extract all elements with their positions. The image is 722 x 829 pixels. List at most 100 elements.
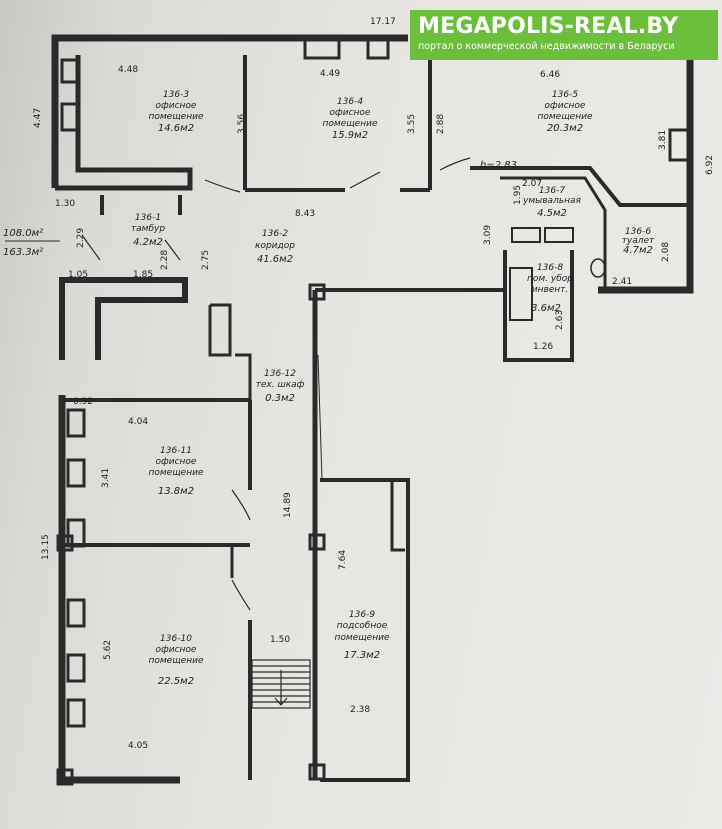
wall-storage <box>503 250 574 362</box>
dim-w-136-4: 4.49 <box>320 69 340 79</box>
dim-2-07: 2.07 <box>522 179 542 189</box>
room-136-3: 136-3 офисное помещение 14.6м2 <box>148 90 203 134</box>
window-top-2 <box>366 34 390 60</box>
room-136-10: 136-10 офисное помещение 22.5м2 <box>148 634 203 687</box>
svg-text:136-7: 136-7 <box>539 186 565 196</box>
window-lower-3 <box>66 518 86 548</box>
svg-text:136-8: 136-8 <box>537 263 563 273</box>
svg-text:помещение: помещение <box>148 112 203 122</box>
wall-136-9 <box>320 478 410 782</box>
room-136-9: 136-9 подсобное помещение 17.3м2 <box>334 610 389 661</box>
window-top-1 <box>303 34 341 60</box>
svg-text:офисное: офисное <box>156 645 197 655</box>
wall-mid-shaft <box>208 303 232 357</box>
door-vestibule-2 <box>164 239 181 261</box>
svg-text:офисное: офисное <box>545 101 586 111</box>
dim-1-85: 1.85 <box>133 270 153 280</box>
dim-left-top: 4.47 <box>33 108 43 128</box>
room-136-2: 136-2 коридор 41.6м2 <box>255 229 295 265</box>
dim-2-63: 2.63 <box>555 310 565 330</box>
door-136-11 <box>231 489 251 521</box>
door-vestibule-1 <box>81 234 101 261</box>
svg-text:туалет: туалет <box>622 236 655 246</box>
svg-text:20.3м2: 20.3м2 <box>547 123 583 134</box>
dim-1-30: 1.30 <box>55 199 75 209</box>
totals: 108.0м² 163.3м² h=2.83 <box>3 160 517 258</box>
room-136-8: 136-8 пом. убор инвент. 3.6м2 <box>527 263 573 314</box>
dim-14-89: 14.89 <box>283 492 293 518</box>
brand-tagline: портал о коммерческой недвижимости в Бел… <box>418 41 675 52</box>
room-136-12: 136-12 тех. шкаф 0.3м2 <box>256 369 305 404</box>
svg-text:помещение: помещение <box>537 112 592 122</box>
dim-2-41: 2.41 <box>612 277 632 287</box>
dim-1-95: 1.95 <box>513 185 523 205</box>
svg-text:4.7м2: 4.7м2 <box>623 245 653 256</box>
svg-text:22.5м2: 22.5м2 <box>158 676 194 687</box>
dim-1-50: 1.50 <box>270 635 290 645</box>
brand-logo-text: MEGAPOLIS-REAL.BY <box>418 14 679 39</box>
svg-text:инвент.: инвент. <box>532 285 569 295</box>
dim-2-08: 2.08 <box>661 242 671 262</box>
svg-text:помещение: помещение <box>334 633 389 643</box>
column-left-bottom <box>56 768 74 786</box>
room-136-4: 136-4 офисное помещение 15.9м2 <box>322 97 377 141</box>
svg-text:тех. шкаф: тех. шкаф <box>256 380 305 390</box>
wall-wc-block <box>470 166 690 207</box>
dim-3-09: 3.09 <box>483 225 493 245</box>
svg-text:15.9м2: 15.9м2 <box>332 130 368 141</box>
svg-text:офисное: офисное <box>330 108 371 118</box>
svg-text:14.6м2: 14.6м2 <box>158 123 194 134</box>
total-area-1: 108.0м² <box>3 228 43 239</box>
svg-text:136-6: 136-6 <box>625 227 651 237</box>
svg-text:4.5м2: 4.5м2 <box>537 208 567 219</box>
window-right-1 <box>668 128 690 162</box>
dim-6-92: 6.92 <box>705 155 715 175</box>
svg-text:помещение: помещение <box>148 468 203 478</box>
dim-1-05: 1.05 <box>68 270 88 280</box>
svg-text:4.2м2: 4.2м2 <box>133 237 163 248</box>
dim-w-136-3: 4.48 <box>118 65 138 75</box>
svg-text:41.6м2: 41.6м2 <box>257 254 293 265</box>
toilet-icon <box>590 258 606 278</box>
dim-7-64: 7.64 <box>338 550 348 570</box>
dim-w-136-5: 6.46 <box>540 70 560 80</box>
room-136-1: 136-1 тамбур 4.2м2 <box>131 213 165 248</box>
dim-2-28: 2.28 <box>160 250 170 270</box>
door-136-4 <box>349 171 381 189</box>
svg-text:136-1: 136-1 <box>135 213 161 223</box>
dim-3-56: 3.56 <box>237 114 247 134</box>
dim-3-41: 3.41 <box>101 468 111 488</box>
dim-2-88: 2.88 <box>436 114 446 134</box>
dim-5-62: 5.62 <box>103 640 113 660</box>
svg-text:136-2: 136-2 <box>262 229 288 239</box>
window-lower-1 <box>66 408 86 438</box>
outer-wall-left-lower <box>58 395 180 784</box>
wall-mid-left <box>59 277 188 360</box>
svg-text:136-5: 136-5 <box>552 90 578 100</box>
svg-text:коридор: коридор <box>255 241 295 251</box>
window-lower-6 <box>66 698 86 728</box>
svg-text:136-10: 136-10 <box>160 634 192 644</box>
svg-text:3.6м2: 3.6м2 <box>531 303 561 314</box>
room-labels: 136-3 офисное помещение 14.6м2 136-4 офи… <box>131 90 655 687</box>
window-lower-4 <box>66 598 86 628</box>
sink-2 <box>544 227 574 243</box>
dim-2-29: 2.29 <box>76 228 86 248</box>
room-136-5: 136-5 офисное помещение 20.3м2 <box>537 90 592 134</box>
svg-text:помещение: помещение <box>322 119 377 129</box>
room-136-11: 136-11 офисное помещение 13.8м2 <box>148 446 203 497</box>
dim-top-total: 17.17 <box>370 17 396 27</box>
svg-text:13.8м2: 13.8м2 <box>158 486 194 497</box>
svg-text:подсобное: подсобное <box>337 621 388 631</box>
dimensions: 17.17 4.48 4.49 6.46 4.47 3.56 3.55 2.88… <box>33 17 715 751</box>
dim-13-15: 13.15 <box>41 534 51 560</box>
wall-wc-inner <box>500 176 607 290</box>
dim-0-92: 0.92 <box>73 397 93 407</box>
dim-3-55: 3.55 <box>407 114 417 134</box>
outer-wall-top <box>51 34 408 188</box>
room-136-7: 136-7 умывальная 4.5м2 <box>522 186 581 219</box>
column-left <box>56 534 74 552</box>
dim-2-38: 2.38 <box>350 705 370 715</box>
sink-1 <box>511 227 541 243</box>
